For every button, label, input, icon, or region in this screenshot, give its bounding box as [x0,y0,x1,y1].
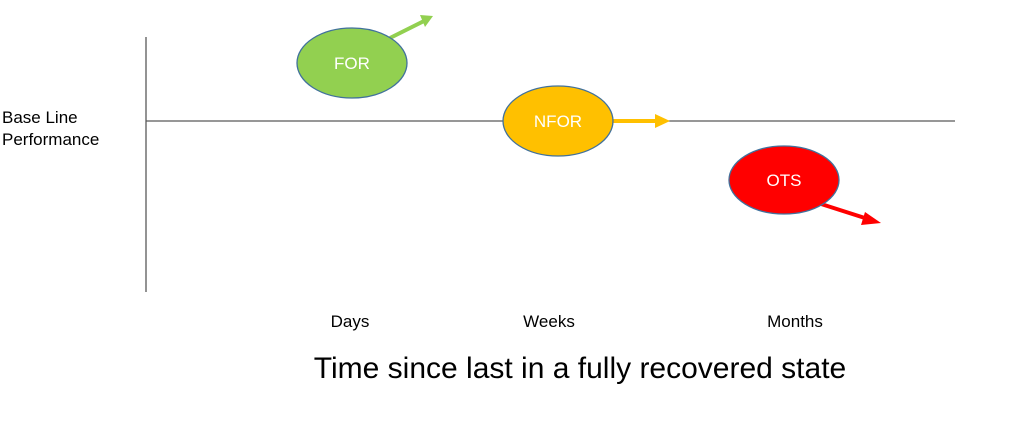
x-axis-title: Time since last in a fully recovered sta… [313,352,847,385]
y-axis-label: Base Line Performance [2,107,99,151]
state-for: FOR [296,15,433,99]
y-axis-label-line2: Performance [2,130,100,149]
for-arrow-head [420,15,433,27]
for-ellipse [296,27,408,99]
ots-label: OTS [767,171,802,190]
ots-ellipse [728,145,840,215]
for-label: FOR [334,54,370,73]
nfor-label: NFOR [534,112,582,131]
x-tick-weeks: Weeks [523,312,575,331]
y-axis-label-line1: Base Line [2,108,78,127]
ots-arrow-head [861,212,881,225]
for-trend-arrow [389,19,425,40]
state-ots: OTS [728,145,881,225]
nfor-arrow-head [655,114,670,128]
ots-trend-arrow [817,201,869,221]
nfor-ellipse [502,85,614,157]
x-tick-months: Months [767,312,823,331]
x-tick-days: Days [330,312,370,331]
state-nfor: NFOR [502,85,670,157]
